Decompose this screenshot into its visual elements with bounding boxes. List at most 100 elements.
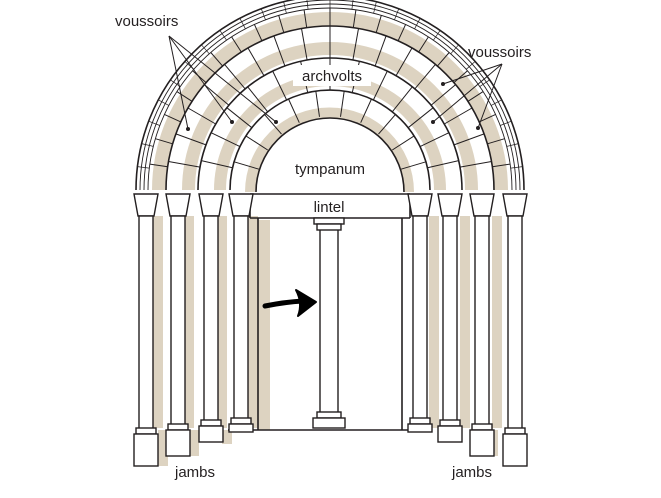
voussoir-joint [149, 163, 168, 168]
voussoir-joint [231, 36, 242, 53]
voussoir-joint [491, 99, 502, 106]
jamb-column-2 [165, 193, 191, 457]
trumeau-capital [316, 223, 342, 231]
voussoir-joint [479, 79, 490, 87]
voussoir-joint [465, 61, 476, 70]
arch-ring-4 [255, 117, 405, 193]
voussoir-joint [260, 8, 266, 20]
voussoir-joint [278, 15, 285, 33]
voussoir-joint [170, 79, 181, 87]
voussoir-joint [283, 1, 287, 14]
voussoir-joint [372, 70, 388, 101]
shadow-jamb-6 [460, 216, 470, 428]
jambs-label-left: jambs [174, 464, 215, 481]
shadow-doorway [258, 220, 270, 430]
shadow-layer [152, 12, 508, 466]
trumeau-capital-top [313, 217, 345, 225]
voussoirs-label-left: voussoirs [115, 13, 178, 30]
shadow-jamb-2 [184, 216, 194, 428]
voussoir-joint [351, 0, 354, 10]
jamb-base-moulding [504, 427, 526, 435]
jamb-plinth [407, 423, 433, 433]
voussoir-joint [273, 35, 286, 67]
voussoir-joint [253, 24, 263, 42]
voussoir-joint [487, 138, 505, 145]
arrow-shaft [262, 298, 306, 309]
voussoir-joint [340, 90, 345, 117]
voussoir-joint [360, 98, 372, 123]
jamb-column-6 [437, 193, 463, 443]
leader-dot-6 [476, 126, 480, 130]
jamb-plinth [198, 425, 224, 443]
voussoir-joint [506, 143, 519, 147]
jamb-column-3 [198, 193, 224, 443]
voussoir-joint [352, 28, 359, 61]
voussoir-joint [245, 135, 268, 151]
shadow-jamb-3 [217, 216, 227, 428]
jambs-label-right: jambs [451, 464, 492, 481]
voussoir-joint [459, 161, 492, 168]
voussoir-joint [210, 52, 223, 67]
shadow-base-2 [189, 430, 199, 456]
voussoir-joint [414, 18, 421, 29]
jamb-base-moulding [409, 417, 431, 425]
voussoir-joint [141, 143, 154, 147]
leader-lines [168, 35, 503, 130]
shadow-jamb-7 [492, 216, 502, 428]
leader-dots [186, 82, 480, 131]
shadow-jamb-1 [153, 216, 163, 428]
voussoir-joint [352, 9, 357, 28]
voussoir-joint [148, 120, 160, 126]
jamb-base-moulding [439, 419, 461, 427]
jamb-capital [407, 193, 433, 217]
jamb-base-moulding [230, 417, 252, 425]
voussoir-joint [303, 9, 308, 28]
jamb-shaft [412, 215, 428, 425]
jamb-shaft [233, 215, 249, 425]
voussoir-joint [155, 138, 173, 145]
voussoir-joint [510, 166, 523, 169]
voussoir-joint [427, 160, 459, 169]
leader-dot-1 [186, 127, 190, 131]
voussoir-joint [400, 161, 427, 170]
voussoir-joint [201, 160, 233, 169]
jamb-shaft [474, 215, 490, 431]
voussoir-joint [378, 114, 396, 135]
voussoir-joint [288, 98, 300, 123]
voussoir-joint [373, 1, 377, 14]
shadow-base-1 [158, 430, 168, 466]
voussoir-joint [224, 64, 246, 90]
voussoir-joint [315, 90, 320, 117]
jamb-capital [502, 193, 528, 217]
jamb-capital [198, 193, 224, 217]
jamb-column-7 [469, 193, 495, 457]
voussoir-joint [467, 91, 484, 102]
voussoir-joint [500, 120, 512, 126]
jamb-plinth [469, 429, 495, 457]
voussoir-joint [492, 163, 511, 168]
voussoir-joints [137, 0, 523, 170]
jamb-column-8 [502, 193, 528, 467]
voussoir-joint [433, 30, 441, 41]
jamb-plinth [165, 429, 191, 457]
jamb-capital [228, 193, 254, 217]
voussoir-joint [394, 8, 400, 20]
voussoir-joint [272, 70, 288, 101]
jamb-base-moulding [135, 427, 157, 435]
voussoir-joint [176, 91, 193, 102]
leader-voussoir-right-1 [442, 63, 503, 85]
voussoir-joint [164, 113, 182, 123]
jamb-column-5 [407, 193, 433, 433]
leader-dot-2 [230, 120, 234, 124]
jamb-shaft [507, 215, 523, 435]
jamb-capital [469, 193, 495, 217]
arrow-head [295, 289, 317, 317]
jamb-base-moulding [167, 423, 189, 431]
arrow-right-icon [262, 289, 317, 317]
voussoir-joint [407, 107, 434, 129]
leader-voussoir-left-1 [168, 35, 189, 130]
jamb-shaft [138, 215, 154, 435]
shadow-jamb-4 [248, 216, 258, 428]
voussoir-joint [375, 15, 382, 33]
